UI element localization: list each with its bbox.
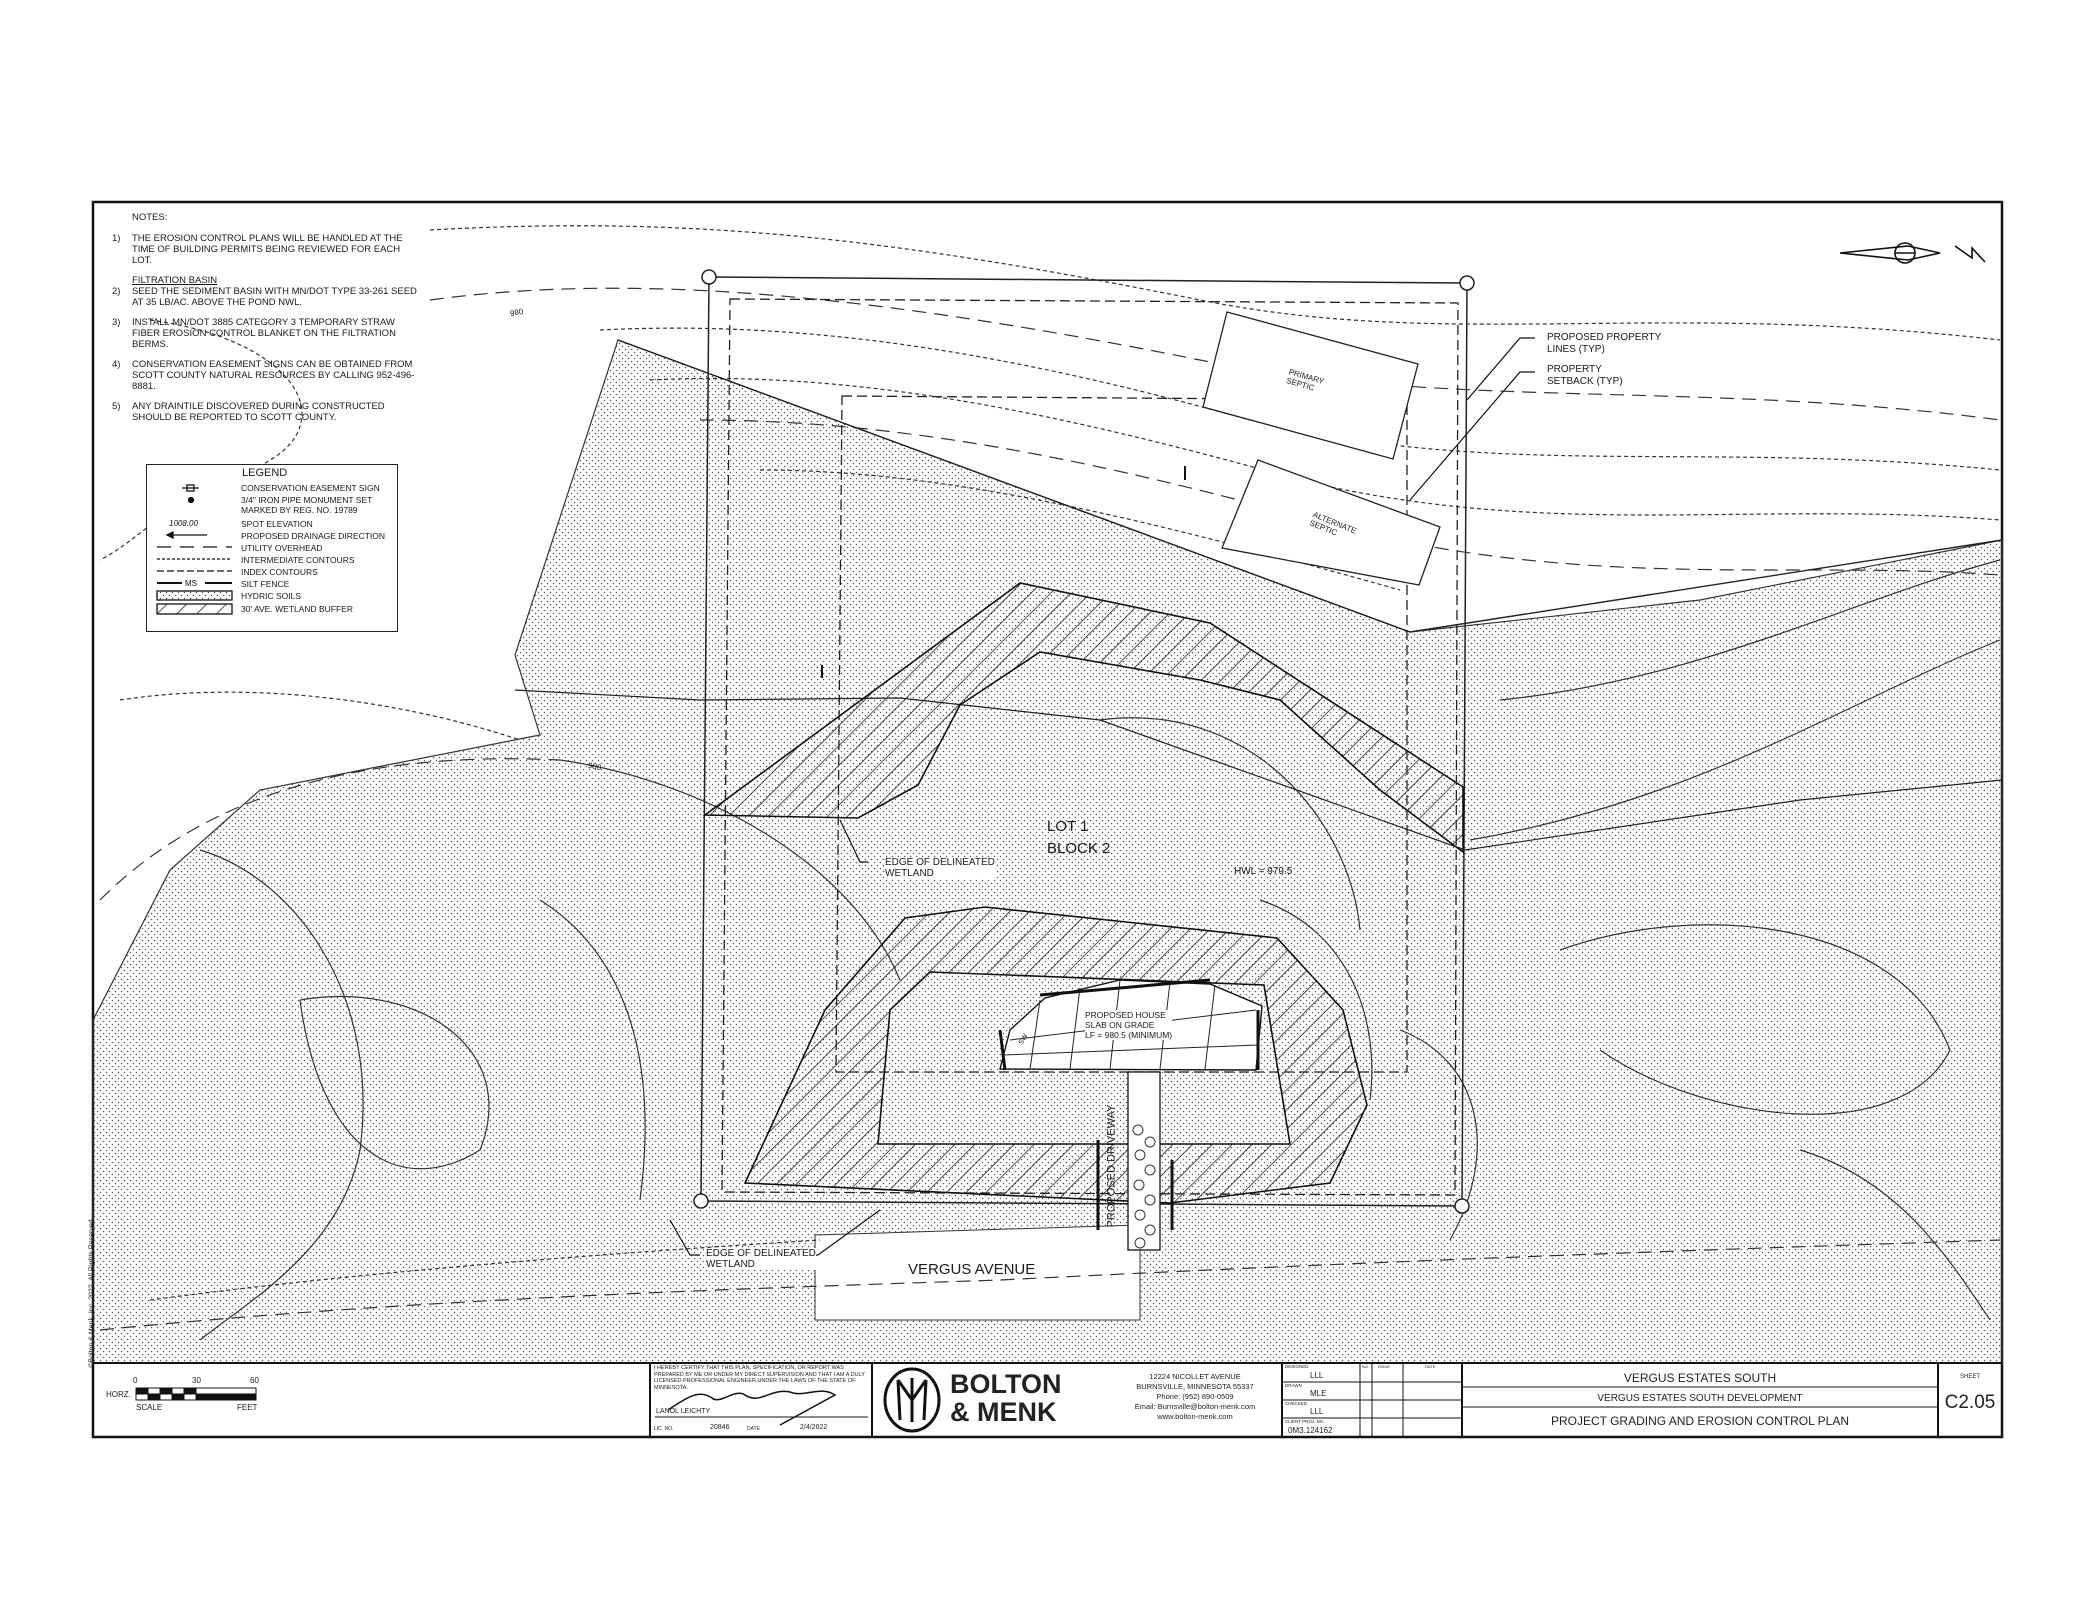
north-arrow-icon [1839, 242, 1986, 264]
hydric-soils-area [92, 339, 2003, 1364]
scale-tick: 60 [250, 1376, 259, 1385]
revision-header: NO. [1362, 1364, 1370, 1369]
license-number: 20846 [710, 1424, 730, 1431]
rock-construction-entrance [1132, 1124, 1156, 1249]
legend-item: PROPOSED DRAINAGE DIRECTION [241, 531, 386, 541]
lot-label: LOT 1 [1047, 818, 1089, 835]
sheet-label: SHEET [1959, 1374, 1980, 1380]
title-block-grid [93, 1362, 2002, 1437]
upper-wetland-buffer [702, 582, 1464, 854]
legend-item: UTILITY OVERHEAD [241, 543, 323, 553]
date-label: DATE [747, 1426, 760, 1432]
client-proj-label: CLIENT PROJ. NO. [1285, 1419, 1325, 1424]
scale-tick: 0 [133, 1376, 138, 1385]
vergus-avenue-strip [814, 1224, 1141, 1321]
designed-value: LLL [1310, 1371, 1324, 1380]
scale-tick: 30 [192, 1376, 201, 1385]
note-item: 2)SEED THE SEDIMENT BASIN WITH MN/DOT TY… [112, 286, 417, 308]
certification-statement: I HEREBY CERTIFY THAT THIS PLAN, SPECIFI… [654, 1365, 865, 1391]
legend-item: 30' AVE. WETLAND BUFFER [241, 604, 353, 614]
firm-name: BOLTON& MENK [950, 1369, 1062, 1427]
legend: LEGEND 1008.00 MS CONSERVATION EASEMENT … [146, 464, 398, 632]
bolton-menk-logo [883, 1367, 941, 1433]
checked-label: CHECKED [1285, 1401, 1308, 1406]
legend-item: INDEX CONTOURS [241, 567, 318, 577]
dot-icon [187, 496, 195, 504]
lower-wetland-buffer [743, 906, 1368, 1204]
drawn-value: MLE [1310, 1389, 1327, 1398]
note-subheading: FILTRATION BASIN [132, 275, 218, 286]
scale-unit: FEET [237, 1403, 258, 1412]
legend-item: SPOT ELEVATION [241, 519, 313, 529]
copyright: ©Bolton & Menk, Inc. 2022, All Rights Re… [88, 1219, 96, 1368]
note-item: 5)ANY DRAINTILE DISCOVERED DURING CONSTR… [112, 401, 385, 423]
legend-item: INTERMEDIATE CONTOURS [241, 555, 355, 565]
drawn-label: DRAWN [1285, 1383, 1302, 1388]
primary-septic-area [1202, 311, 1419, 460]
legend-item: HYDRIC SOILS [241, 591, 301, 601]
spot-elevation-sample: 1008.00 [169, 519, 198, 528]
legend-item: CONSERVATION EASEMENT SIGN [241, 483, 380, 493]
note-item: 4)CONSERVATION EASEMENT SIGNS CAN BE OBT… [112, 359, 415, 392]
silt-fence-sample: MS [185, 579, 197, 588]
checked-value: LLL [1310, 1407, 1324, 1416]
legend-symbols: 1008.00 MS [156, 484, 233, 615]
legend-item: SILT FENCE [241, 579, 290, 589]
alternate-septic-area [1221, 459, 1441, 586]
notes-heading: NOTES: [132, 212, 168, 223]
hwl-label: HWL = 979.5 [1234, 866, 1293, 877]
legend-item: 3/4" IRON PIPE MONUMENT SET MARKED BY RE… [241, 495, 373, 515]
sheet-title: PROJECT GRADING AND EROSION CONTROL PLAN [1550, 1414, 1850, 1428]
legend-title: LEGEND [242, 467, 288, 479]
certification-date: 2/4/2022 [800, 1424, 828, 1431]
license-label: LIC. NO. [654, 1426, 674, 1432]
street-label: VERGUS AVENUE [908, 1261, 1036, 1278]
scale-label: SCALE [136, 1403, 163, 1412]
silt-fence [998, 978, 1260, 1230]
driveway-label: PROPOSED DRIVEWAY [1105, 1104, 1118, 1228]
scale-prefix: HORZ. [106, 1390, 131, 1399]
revision-header: DATE [1425, 1364, 1436, 1369]
engineer-name: LANOL LEICHTY [656, 1408, 711, 1415]
signature [667, 1390, 837, 1426]
project-title: VERGUS ESTATES SOUTH [1623, 1371, 1777, 1385]
general-notes: NOTES: 1)THE EROSION CONTROL PLANS WILL … [112, 212, 442, 432]
revision-header: ISSUE [1378, 1364, 1391, 1369]
designed-label: DESIGNED [1285, 1364, 1309, 1369]
proposed-driveway [1127, 1071, 1161, 1251]
block-label: BLOCK 2 [1047, 840, 1111, 857]
drainage-arrow-icon [821, 466, 1186, 678]
sheet-number: C2.05 [1944, 1392, 1996, 1413]
scale-bar [135, 1387, 257, 1401]
project-subtitle: VERGUS ESTATES SOUTH DEVELOPMENT [1597, 1393, 1803, 1404]
property-monuments [693, 269, 1475, 1214]
note-item: 1)THE EROSION CONTROL PLANS WILL BE HAND… [112, 233, 403, 266]
note-item: 3)INSTALL MN/DOT 3885 CATEGORY 3 TEMPORA… [112, 317, 396, 350]
client-proj-value: 0M3.124162 [1288, 1426, 1333, 1435]
